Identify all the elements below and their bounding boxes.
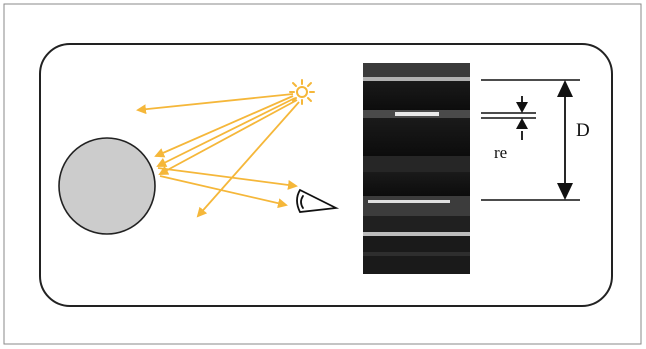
dimension-lines: [481, 79, 580, 201]
ray-to-left: [136, 93, 294, 115]
ray-to-sphere-1: [154, 95, 294, 158]
strip-dark-4: [363, 216, 470, 232]
sun-icon: [289, 79, 315, 105]
label-d: D: [576, 120, 590, 141]
label-re: re: [494, 143, 507, 162]
strip-line-bottom: [363, 232, 470, 236]
strip-dark-2: [363, 118, 470, 156]
sphere: [58, 137, 156, 235]
ray-down: [196, 101, 300, 218]
light-rays: [136, 93, 300, 218]
ray-to-sphere-2: [156, 97, 296, 167]
eye-icon: [296, 188, 340, 213]
strip-line-top: [363, 77, 470, 81]
re-arrow-head-top: [516, 102, 528, 113]
strip-highlight-lower: [368, 200, 450, 203]
image-strip: [363, 63, 470, 274]
strip-highlight-mid: [395, 112, 439, 116]
reflect-to-eye-2: [159, 175, 288, 209]
strip-band-lower: [363, 196, 470, 216]
re-arrow-head-bottom: [516, 118, 528, 129]
ray-to-sphere-3: [158, 99, 298, 175]
strip-dark-1: [363, 81, 470, 111]
d-arrow-head-top: [557, 80, 573, 97]
strip-band-top: [363, 63, 470, 77]
d-arrow-head-bottom: [557, 183, 573, 200]
reflect-to-eye-1: [157, 167, 298, 190]
scene-panel: [39, 43, 613, 307]
strip-band-bottom: [363, 252, 470, 256]
strip-band-2: [363, 156, 470, 172]
strip-dark-3: [363, 172, 470, 196]
